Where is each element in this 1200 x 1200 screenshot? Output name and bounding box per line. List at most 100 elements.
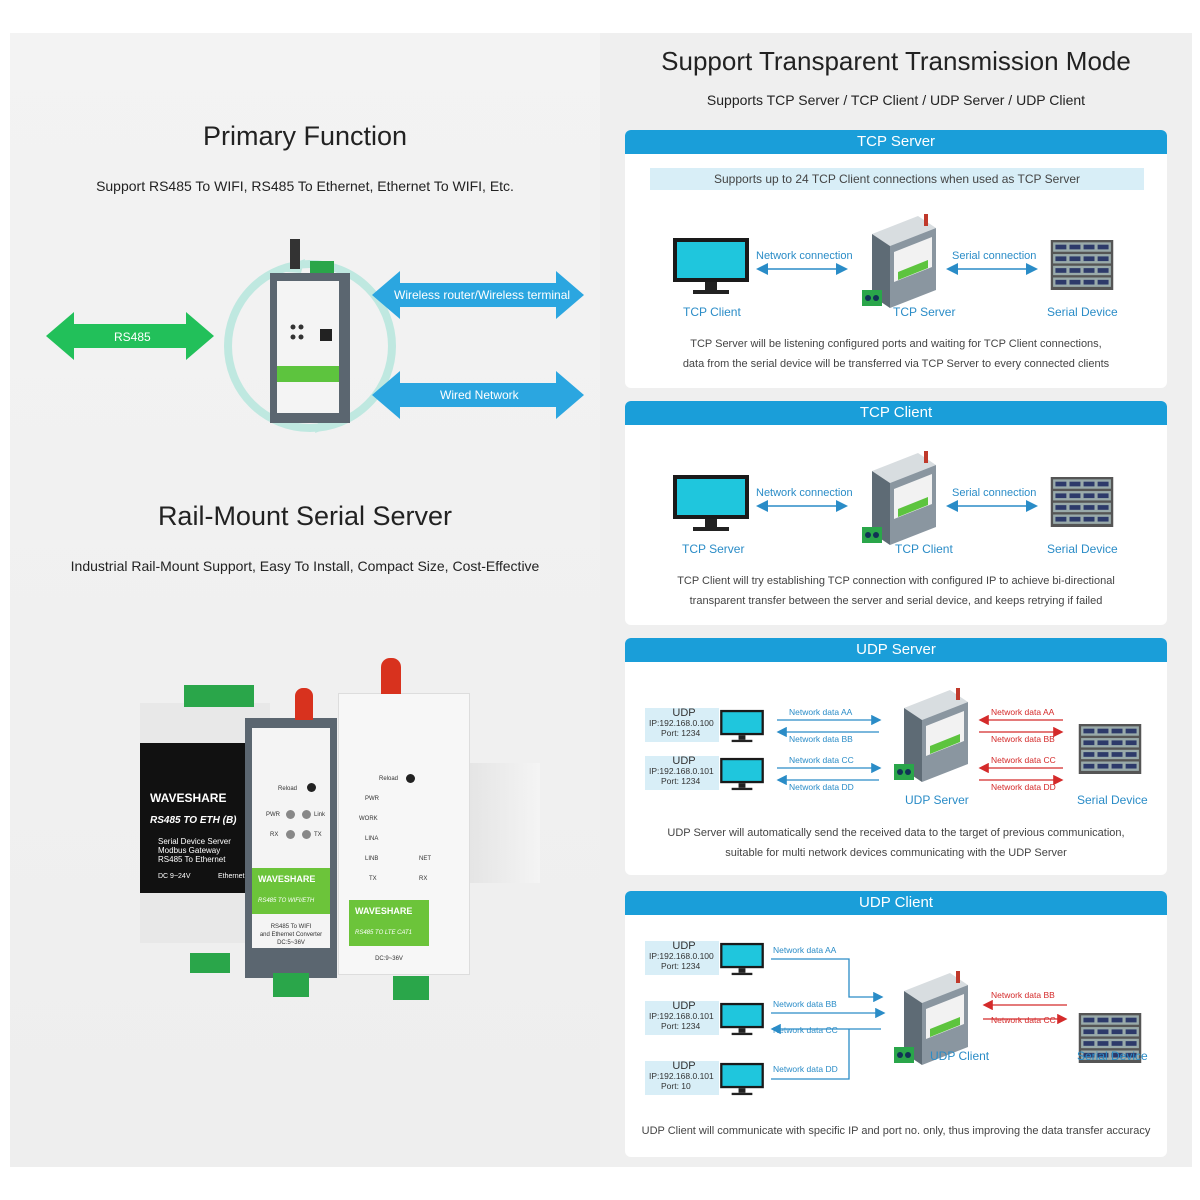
device-desc-line: Modbus Gateway bbox=[158, 846, 221, 855]
udp-client-left-arrows bbox=[770, 958, 886, 1080]
linb-label: LINB bbox=[365, 856, 379, 862]
brand-logo: WAVESHARE bbox=[355, 906, 413, 916]
primary-function-subtitle: Support RS485 To WIFI, RS485 To Ethernet… bbox=[96, 178, 514, 194]
udp-host-box: UDP IP:192.168.0.101 Port: 1234 bbox=[645, 1001, 719, 1035]
brand-logo: WAVESHARE bbox=[150, 791, 227, 805]
terminal-block bbox=[190, 953, 230, 973]
power-label: DC 9~24V bbox=[158, 873, 191, 880]
network-connection-label: Network connection bbox=[756, 487, 853, 499]
tcp-client-label: TCP Client bbox=[895, 542, 953, 556]
serial-server-device bbox=[889, 686, 971, 786]
transmission-mode-title: Support Transparent Transmission Mode bbox=[661, 46, 1131, 76]
serial-device-label: Serial Device bbox=[1077, 1049, 1148, 1063]
computer-icon bbox=[719, 708, 765, 744]
network-data-label: Network data DD bbox=[789, 782, 854, 792]
tcp-client-caption-2: transparent transfer between the server … bbox=[689, 595, 1103, 607]
udp-host-title: UDP bbox=[672, 1000, 696, 1012]
network-data-label: Network data BB bbox=[773, 999, 837, 1009]
antenna bbox=[381, 658, 401, 694]
network-data-label: Network data CC bbox=[789, 755, 854, 765]
udp-client-panel: UDP Client UDP IP:192.168.0.100 Port: 12… bbox=[625, 891, 1167, 1157]
work-label: WORK bbox=[359, 816, 378, 822]
serial-device-label: Serial Device bbox=[1047, 305, 1118, 319]
udp-host-title: UDP bbox=[672, 707, 696, 719]
terminal-block bbox=[273, 973, 309, 997]
computer-icon bbox=[719, 941, 765, 977]
led bbox=[286, 830, 295, 839]
network-data-label: Network data CC bbox=[991, 1015, 1056, 1025]
tcp-server-label: TCP Server bbox=[682, 542, 745, 556]
udp-client-caption-1: UDP Client will communicate with specifi… bbox=[641, 1125, 1151, 1137]
left-column: Primary Function Support RS485 To WIFI, … bbox=[10, 33, 600, 1167]
pwr-label: PWR bbox=[365, 796, 379, 802]
serial-device-icon bbox=[1043, 477, 1121, 527]
udp-host-title: UDP bbox=[672, 1060, 696, 1072]
right-column: Support Transparent Transmission Mode Su… bbox=[600, 33, 1192, 1167]
computer-icon bbox=[719, 1001, 765, 1037]
udp-client-label: UDP Client bbox=[930, 1049, 990, 1063]
led bbox=[302, 830, 311, 839]
network-connection-arrow bbox=[756, 263, 848, 275]
rx-label: RX bbox=[419, 876, 428, 882]
device-desc-line: RS485 To WIFI bbox=[270, 924, 312, 930]
central-device-diagram bbox=[224, 239, 396, 433]
tcp-client-caption-1: TCP Client will try establishing TCP con… bbox=[677, 575, 1115, 587]
rs485-arrow bbox=[46, 312, 214, 360]
serial-device-label: Serial Device bbox=[1077, 793, 1148, 807]
rx-label: RX bbox=[270, 832, 279, 838]
serial-connection-label: Serial connection bbox=[952, 250, 1037, 262]
udp-host-port: Port: 1234 bbox=[661, 961, 701, 971]
model-label: RS485 TO LTE CAT1 bbox=[355, 930, 413, 936]
wired-network-label: Wired Network bbox=[440, 388, 519, 402]
device-rs485-to-lte: Reload PWR WORK LINA LINB TX NET RX WAVE… bbox=[338, 658, 470, 1000]
udp-server-caption-1: UDP Server will automatically send the r… bbox=[667, 827, 1125, 839]
model-label: RS485 TO WIFI/ETH bbox=[258, 898, 315, 904]
device-desc-line: and Ethernet Converter bbox=[259, 932, 323, 938]
product-photo: WAVESHARE RS485 TO ETH (B) Serial Device… bbox=[100, 643, 540, 1033]
udp-host-port: Port: 1234 bbox=[661, 1021, 701, 1031]
computer-icon bbox=[671, 236, 751, 296]
tcp-client-label: TCP Client bbox=[683, 305, 741, 319]
udp-host-box: UDP IP:192.168.0.101 Port: 1234 bbox=[645, 756, 719, 790]
power-label: DC:9~36V bbox=[375, 956, 403, 962]
udp-server-caption-2: suitable for multi network devices commu… bbox=[725, 847, 1067, 859]
tcp-client-header: TCP Client bbox=[625, 401, 1167, 425]
reload-button[interactable] bbox=[406, 774, 415, 783]
udp-host-box: UDP IP:192.168.0.100 Port: 1234 bbox=[645, 708, 719, 742]
network-data-label: Network data BB bbox=[789, 734, 853, 744]
reload-button[interactable] bbox=[307, 783, 316, 792]
tx-label: TX bbox=[314, 832, 322, 838]
network-data-label: Network data BB bbox=[991, 734, 1055, 744]
tcp-server-caption-1: TCP Server will be listening configured … bbox=[690, 338, 1102, 350]
computer-icon bbox=[719, 756, 765, 792]
wireless-label: Wireless router/Wireless terminal bbox=[394, 288, 571, 302]
antenna bbox=[295, 688, 313, 720]
transmission-mode-subtitle: Supports TCP Server / TCP Client / UDP S… bbox=[706, 92, 1086, 108]
terminal-block bbox=[393, 976, 429, 1000]
serial-connection-arrow bbox=[946, 263, 1038, 275]
network-data-label: Network data DD bbox=[773, 1064, 838, 1074]
link-label: Link bbox=[314, 812, 326, 818]
rs485-label: RS485 bbox=[114, 330, 151, 344]
tx-label: TX bbox=[369, 876, 377, 882]
tcp-server-panel: TCP Server Supports up to 24 TCP Client … bbox=[625, 130, 1167, 388]
udp-host-ip: IP:192.168.0.100 bbox=[649, 718, 714, 728]
network-data-label: Network data CC bbox=[991, 755, 1056, 765]
serial-device-icon bbox=[1043, 240, 1121, 290]
tcp-server-header: TCP Server bbox=[625, 130, 1167, 154]
terminal-block bbox=[184, 685, 254, 707]
network-connection-label: Network connection bbox=[756, 250, 853, 262]
rail-mount-subtitle: Industrial Rail-Mount Support, Easy To I… bbox=[70, 558, 540, 574]
network-data-label: Network data AA bbox=[991, 707, 1055, 717]
udp-host-title: UDP bbox=[672, 940, 696, 952]
serial-connection-label: Serial connection bbox=[952, 487, 1037, 499]
serial-device-icon bbox=[1071, 724, 1149, 774]
pwr-label: PWR bbox=[266, 812, 280, 818]
computer-icon bbox=[719, 1061, 765, 1097]
device-desc-line: Serial Device Server bbox=[158, 837, 231, 846]
model-label: RS485 TO ETH (B) bbox=[150, 815, 237, 826]
wireless-arrow bbox=[372, 271, 584, 319]
serial-server-device bbox=[857, 449, 939, 549]
device-rs485-to-wifi-eth: Reload PWR Link RX TX WAVESHARE RS485 TO… bbox=[245, 688, 337, 997]
udp-client-right-arrows bbox=[982, 999, 1068, 1025]
